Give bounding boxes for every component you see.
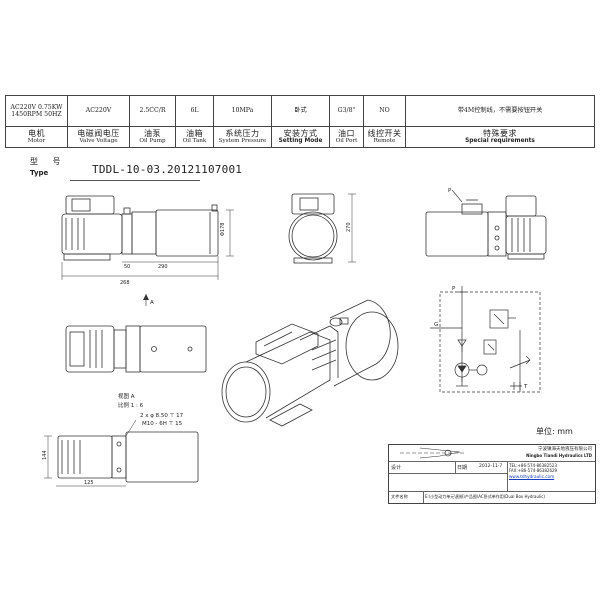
schematic-port-t: T — [523, 384, 528, 390]
motor-fan-cover — [288, 211, 338, 261]
model-code: TDDL-10-03.20121107001 — [92, 163, 243, 176]
dim-270: 270 — [346, 222, 352, 232]
website-link[interactable]: www.tdhydraulic.com — [509, 473, 555, 479]
motor-body — [61, 213, 123, 255]
iso-motor-fan — [221, 361, 271, 423]
oil-tank-side — [155, 209, 219, 257]
title-block: 宁波镇海天地液压有限公司 Ningbo Tiandi Hydraulics LT… — [388, 444, 596, 504]
section-a-label: A — [150, 300, 154, 306]
dim-268: 268 — [120, 280, 130, 286]
top-view — [65, 325, 207, 373]
scale-label: 比例 1 : 6 — [118, 401, 144, 409]
dim-125: 125 — [84, 480, 94, 486]
type-label-en: Type — [30, 169, 49, 177]
bottom-view — [44, 431, 199, 487]
schematic-port-g: G — [434, 322, 438, 328]
date-label: 日期 — [457, 465, 468, 471]
motor-value: AC220V 0.75KW 1450RPM 50HZ — [5, 95, 68, 127]
schematic-port-p: P — [452, 286, 456, 292]
dim-50: 50 — [124, 264, 130, 270]
dim-178: Φ178 — [220, 223, 226, 236]
valve-voltage-value: AC220V — [67, 95, 130, 127]
spec-values-row: AC220V 0.75KW 1450RPM 50HZ AC220V 2.5CC/… — [5, 95, 595, 127]
oil-tank-value: 6L — [175, 95, 214, 127]
oil-port-value: G3/8" — [329, 95, 364, 127]
terminal-box-cover — [71, 198, 91, 212]
design-label: 设计 — [391, 465, 402, 471]
mount-note-2: M10 - 6H ⊤ 15 — [142, 421, 183, 427]
rear-view — [425, 189, 547, 260]
company-contact: TEL:+86-574-86382523 FAX:+86-574-8638262… — [509, 463, 557, 479]
title-block-graphics — [400, 447, 466, 459]
company-name: 宁波镇海天地液压有限公司 Ningbo Tiandi Hydraulics LT… — [526, 447, 592, 458]
file-label: 文件名称 — [391, 494, 408, 499]
tel: TEL:+86-574-86382523 — [509, 463, 557, 468]
port-p-label-rear: P — [448, 188, 452, 194]
valve-block — [131, 211, 157, 255]
remote-value: NO — [363, 95, 406, 127]
unit-label: 单位: mm — [536, 427, 573, 436]
type-label-zh: 型 号 — [30, 157, 67, 166]
setting-mode-value: 卧式 — [271, 95, 330, 127]
file-value: E:\小型动力单元\图纸\产品图\AC卧式单作用(Dual Box Hydrau… — [425, 494, 545, 499]
hydraulic-schematic — [430, 286, 541, 393]
fax: FAX:+86-574-86382629 — [509, 468, 558, 474]
iso-terminal-box — [255, 323, 319, 365]
spec-table: AC220V 0.75KW 1450RPM 50HZ AC220V 2.5CC/… — [5, 95, 595, 148]
view-a-label: 视图 A — [118, 392, 135, 400]
oil-tank-rear — [425, 211, 489, 257]
date-value: 2012-11-7 — [479, 464, 503, 469]
type-underline — [70, 180, 200, 181]
motor-flange — [121, 213, 133, 255]
isometric-view — [221, 299, 399, 427]
mount-note-1: 2 x φ 8.50 ⊤ 17 — [140, 413, 184, 419]
dim-144: 144 — [42, 450, 48, 460]
iso-tank-end — [345, 311, 399, 381]
front-view — [61, 195, 234, 280]
dim-290: 290 — [158, 264, 168, 270]
end-view — [288, 193, 356, 264]
